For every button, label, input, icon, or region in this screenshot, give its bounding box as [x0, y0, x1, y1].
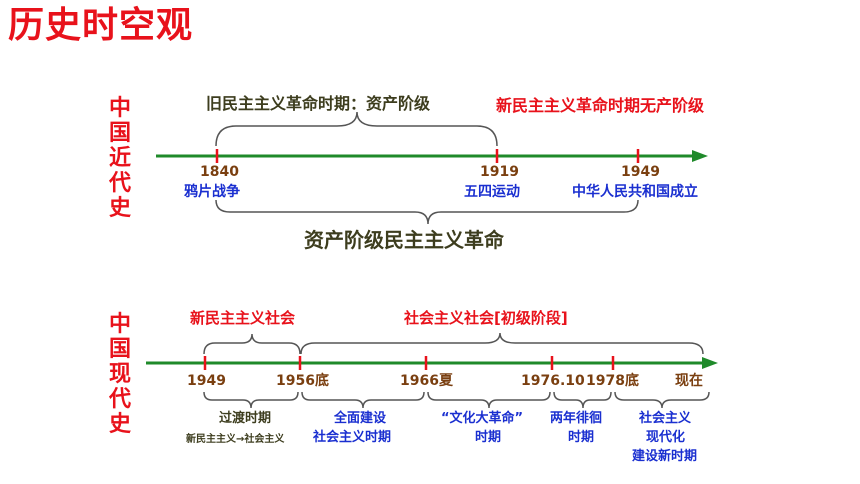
hesitation-period-line1: 两年徘徊 — [550, 411, 603, 426]
cultural-revolution-line1: “文化大革命” — [441, 411, 524, 426]
brace-construction-period — [301, 391, 425, 409]
year-1949-modern: 1949 — [621, 164, 660, 180]
brace-transition-period — [203, 391, 299, 409]
cultural-revolution-line2: 时期 — [475, 430, 502, 445]
year-now: 现在 — [675, 373, 703, 389]
new-democratic-period-label: 新民主主义革命时期无产阶级 — [496, 96, 705, 115]
modern-timeline-arrowhead — [692, 150, 708, 162]
brace-modernization — [614, 391, 710, 409]
year-1978: 1978底 — [586, 373, 639, 389]
year-1966: 1966夏 — [400, 373, 453, 389]
transition-period-label: 过渡时期 — [219, 411, 272, 426]
contemporary-timeline-arrowhead — [702, 357, 718, 369]
year-1956: 1956底 — [276, 373, 329, 389]
event-opium-war: 鸦片战争 — [184, 184, 240, 200]
modernization-period-line1: 社会主义 — [639, 411, 692, 426]
bourgeois-revolution-label: 资产阶级民主主义革命 — [304, 228, 504, 252]
modernization-period-line3: 建设新时期 — [632, 449, 698, 464]
year-1949-contemporary: 1949 — [187, 373, 226, 389]
brace-socialist-society — [300, 332, 704, 355]
year-1919: 1919 — [480, 164, 519, 180]
transition-period-note: 新民主主义→社会主义 — [186, 434, 285, 445]
modern-history-label: 中国近代史 — [108, 96, 131, 221]
modernization-period-line2: 现代化 — [646, 430, 686, 445]
brace-new-democratic-society — [203, 333, 301, 355]
event-prc-founding: 中华人民共和国成立 — [572, 184, 698, 200]
new-democratic-society-label: 新民主主义社会 — [190, 309, 296, 327]
brace-two-year-hesitation — [553, 391, 612, 409]
brace-bourgeois-revolution — [215, 199, 639, 225]
brace-old-democratic — [215, 111, 498, 147]
year-1840: 1840 — [200, 164, 239, 180]
old-democratic-period-label: 旧民主主义革命时期：资产阶级 — [206, 94, 431, 113]
construction-period-line2: 社会主义时期 — [313, 430, 392, 445]
socialist-society-label: 社会主义社会[初级阶段] — [404, 309, 568, 327]
event-may-fourth: 五四运动 — [464, 184, 520, 200]
construction-period-line1: 全面建设 — [334, 411, 387, 426]
hesitation-period-line2: 时期 — [568, 430, 595, 445]
contemporary-history-label: 中国现代史 — [108, 312, 131, 437]
brace-cultural-revolution — [427, 391, 551, 409]
page-title: 历史时空观 — [8, 5, 194, 46]
year-1976: 1976.10 — [521, 373, 585, 389]
